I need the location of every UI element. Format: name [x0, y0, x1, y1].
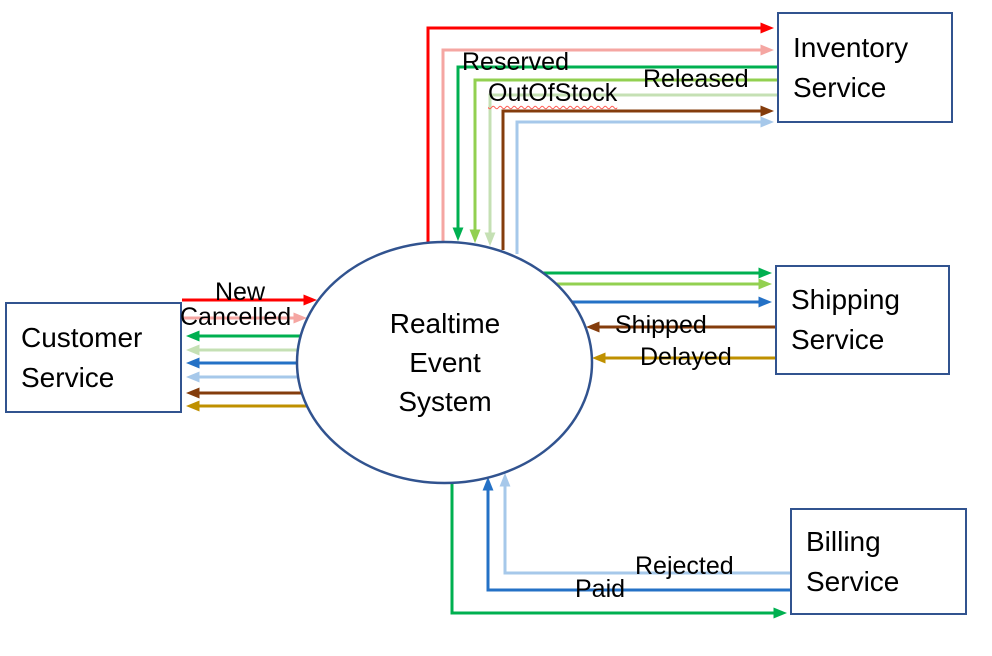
shipping-service-node: Shipping Service: [775, 265, 950, 375]
arrow-system-to-inventory-pink: [441, 44, 775, 247]
node-label-line: Service: [793, 71, 887, 103]
customer-service-node: Customer Service: [5, 302, 182, 413]
system-title: Realtime Event System: [297, 242, 593, 483]
system-title-line: System: [398, 386, 492, 418]
edge-label-released: Released: [643, 65, 749, 93]
arrow-released: [469, 78, 777, 244]
arrow-system-to-inventory-lightblue: [515, 116, 775, 254]
system-ellipse: [295, 240, 594, 485]
arrow-system-to-billing-green: [450, 480, 788, 619]
node-label-line: Service: [806, 565, 900, 597]
edge-label-reserved: Reserved: [462, 48, 569, 76]
arrow-system-to-inventory-red: [426, 22, 775, 246]
inventory-service-node: Inventory Service: [777, 12, 953, 123]
node-label-line: Inventory: [793, 31, 909, 63]
system-title-line: Realtime: [389, 307, 501, 339]
billing-service-node: Billing Service: [790, 508, 967, 615]
edge-label-paid: Paid: [575, 575, 626, 603]
edge-label-delayed: Delayed: [640, 343, 732, 371]
edge-label-rejected: Rejected: [635, 552, 734, 580]
edge-label-outofstock: OutOfStock: [488, 79, 618, 107]
edge-label-cancelled: Cancelled: [180, 303, 292, 331]
node-label-line: Service: [791, 324, 885, 355]
arrow-outofstock: [484, 93, 777, 247]
system-title-line: Event: [409, 346, 481, 378]
node-label-line: Customer: [21, 321, 143, 353]
node-label-line: Shipping: [791, 284, 900, 316]
arrow-reserved: [452, 65, 777, 242]
edge-label-shipped: Shipped: [615, 311, 707, 339]
arrow-paid: [482, 476, 790, 592]
arrow-system-to-inventory-brown: [501, 105, 775, 250]
node-label-line: Service: [21, 361, 115, 393]
arrow-rejected: [499, 472, 790, 575]
node-label-line: Billing: [806, 525, 881, 557]
edge-label-new: New: [215, 278, 266, 306]
